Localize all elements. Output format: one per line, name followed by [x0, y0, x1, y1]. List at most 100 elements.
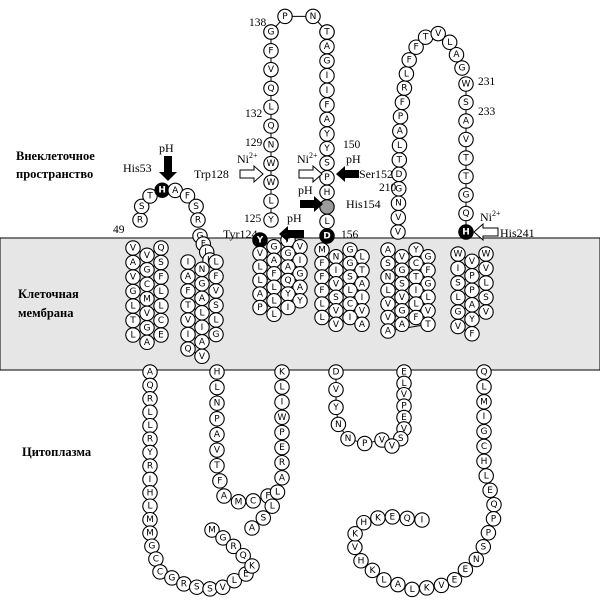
residue-cyto6-29: I: [414, 512, 430, 528]
residue-cyto_mg-3: Q: [235, 547, 251, 564]
residue-tm6-3: I: [450, 260, 466, 277]
residue-tm4-5: I: [328, 262, 344, 279]
residue-letter: N: [395, 199, 402, 209]
residue-letter: L: [381, 575, 386, 585]
residue-cyto2-0: H: [209, 364, 225, 380]
ni-arrow-ser152: [298, 164, 323, 184]
residue-letter: L: [158, 302, 163, 312]
residue-letter: L: [257, 276, 262, 286]
residue-circle: [380, 323, 396, 339]
residue-letter: K: [352, 529, 359, 539]
residue-letter: Y: [412, 246, 419, 256]
residue-circle: [190, 212, 206, 228]
residue-ext_loop4-5: T: [391, 152, 408, 168]
residue-letter: G: [297, 269, 304, 279]
residue-letter: G: [144, 323, 151, 333]
residue-tm5-4: S: [380, 255, 396, 272]
residue-tm5-1: V: [394, 249, 410, 265]
residue-cyto1-13: G: [144, 538, 160, 554]
residue-ext_loop4-0: V: [390, 224, 406, 240]
residue-letter: H: [147, 488, 154, 498]
residue-cyto1-14: C: [148, 551, 164, 567]
residue-tm1-9: G: [125, 283, 141, 300]
pos-129: 129: [245, 137, 263, 149]
residue-letter: G: [395, 184, 402, 194]
residue-circle: [354, 316, 370, 333]
residue-tm1-1: V: [139, 247, 155, 264]
residue-cyto2-3: P: [209, 411, 225, 427]
residue-tm2-18: Q: [180, 341, 196, 357]
residue-letter: G: [399, 266, 406, 276]
residue-letter: H: [360, 518, 367, 528]
residue-cyto2-2: N: [209, 395, 225, 411]
residue-letter: L: [404, 69, 409, 79]
residue-letter: G: [285, 249, 292, 259]
residue-ext_loop3_down-6: A: [319, 111, 335, 128]
residue-cyto2-7: F: [212, 473, 228, 489]
residue-circle: [342, 309, 358, 326]
residue-ext_loop4-7: A: [392, 123, 408, 139]
residue-cyto1-15: C: [152, 564, 168, 580]
residue-cyto2-8: A: [216, 488, 232, 504]
residue-circle: [458, 168, 474, 185]
residue-circle: [263, 43, 279, 59]
residue-letter: Y: [468, 315, 475, 325]
residue-letter: C: [250, 496, 256, 506]
residue-circle: [226, 572, 243, 589]
residue-tm1-11: L: [153, 283, 169, 300]
residue-tm2-19: V: [194, 348, 210, 365]
residue-cyto6-17: K: [418, 580, 435, 596]
residue-circle: [450, 318, 466, 335]
pos-132: 132: [245, 108, 263, 120]
residue-letter: W: [267, 178, 276, 188]
residue-letter: L: [324, 217, 329, 227]
residue-letter: I: [483, 412, 486, 422]
residue-letter: I: [187, 258, 190, 268]
residue-circle: [347, 526, 363, 542]
residue-circle: [414, 512, 430, 528]
residue-letter: A: [257, 290, 264, 300]
residue-tm4-2: G: [342, 242, 358, 258]
residue-ext_loop3_down-1: A: [319, 38, 335, 55]
residue-letter: I: [361, 293, 364, 303]
residue-circle: [458, 224, 474, 240]
residue-letter: L: [268, 103, 273, 113]
residue-ext_loop3_up-9: F: [263, 43, 279, 59]
residue-letter: L: [214, 383, 219, 393]
residue-letter: E: [452, 575, 458, 585]
residue-tm6-16: F: [464, 326, 480, 342]
residue-circle: [376, 572, 392, 588]
residue-circle: [180, 341, 196, 357]
ph-arrow-ser152: [336, 166, 359, 182]
residue-letter: E: [243, 570, 249, 580]
residue-cyto1-8: I: [142, 471, 158, 488]
residue-letter: V: [379, 436, 386, 446]
residue-circle: [340, 430, 356, 447]
residue-letter: F: [217, 476, 222, 486]
residue-tm6-2: W: [478, 246, 494, 262]
residue-letter: E: [401, 413, 407, 423]
residue-letter: L: [199, 308, 204, 318]
residue-ext_loop3_up-7: Q: [263, 80, 279, 97]
residue-ext_loop5-1: S: [458, 94, 474, 111]
residue-circle: [244, 558, 260, 574]
residue-letter: I: [281, 398, 284, 408]
residue-letter: S: [480, 542, 486, 552]
residue-letter: R: [147, 462, 153, 472]
residue-circle: [305, 8, 321, 25]
residue-tm1-2: Q: [153, 240, 169, 256]
residue-letter: L: [481, 382, 486, 392]
residue-letter: C: [347, 300, 353, 310]
residue-circle: [263, 61, 279, 78]
residue-ext_loop3_down-3: I: [319, 67, 335, 84]
residue-cyto1-3: L: [142, 404, 158, 421]
extracellular-label-2: пространство: [16, 167, 93, 181]
residue-cyto6-15: E: [446, 572, 463, 588]
pos-138: 138: [249, 17, 267, 29]
residue-letter: L: [213, 316, 218, 326]
residue-letter: L: [410, 585, 415, 595]
residue-letter: A: [397, 127, 404, 137]
residue-cyto1-18: S: [188, 579, 205, 595]
residue-letter: V: [395, 228, 402, 238]
residue-letter: S: [347, 273, 353, 283]
